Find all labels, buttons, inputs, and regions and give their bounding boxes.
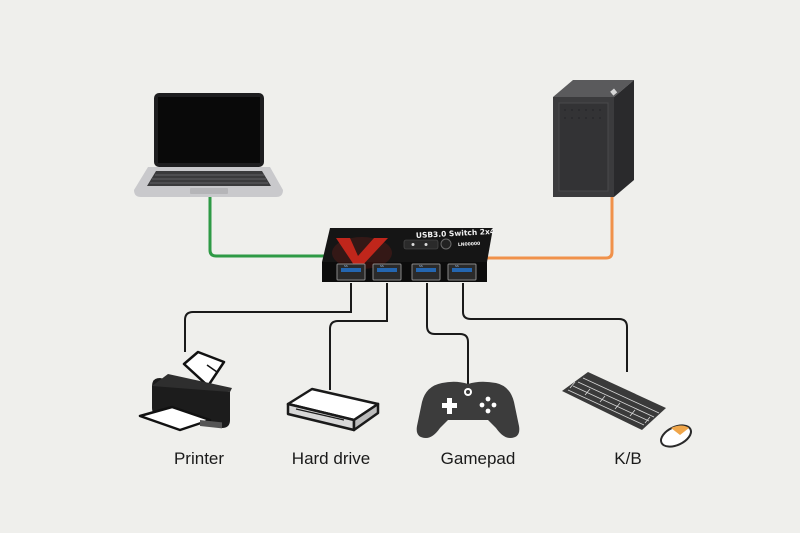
- hard-drive-cable: [329, 283, 388, 390]
- usb-port-1: SS: [336, 263, 366, 281]
- port-badge-1: SS: [344, 264, 348, 268]
- port-badge-3: SS: [419, 264, 423, 268]
- gamepad-icon: [416, 381, 520, 438]
- printer-icon: [138, 350, 232, 432]
- hard-drive-label: Hard drive: [291, 449, 371, 468]
- keyboard-icon: [562, 372, 666, 430]
- hub-logo: [336, 238, 388, 268]
- usb-switch-icon: USB3.0 Switch 2x4 LN00000 SS SS SS SS: [322, 227, 495, 282]
- usb-port-4: SS: [447, 263, 477, 281]
- hub-switch-button: [440, 238, 452, 250]
- gamepad-label: Gamepad: [440, 449, 516, 468]
- hub-model: LN00000: [458, 241, 481, 248]
- hub-title: USB3.0 Switch 2x4: [416, 227, 496, 240]
- gamepad-cable: [426, 283, 469, 384]
- keyboard-cable: [462, 283, 628, 372]
- laptop-icon: [134, 93, 283, 197]
- usb-port-3: SS: [411, 263, 441, 281]
- hard-drive-icon: [286, 387, 380, 432]
- printer-cable: [184, 283, 352, 352]
- desktop-cable: [486, 195, 614, 260]
- port-badge-2: SS: [380, 264, 384, 268]
- printer-label: Printer: [173, 449, 225, 468]
- laptop-cable: [208, 197, 326, 258]
- keyboard-label: K/B: [614, 449, 642, 468]
- hub-led-panel: [403, 239, 439, 250]
- usb-port-2: SS: [372, 263, 402, 281]
- port-badge-4: SS: [455, 264, 459, 268]
- desktop-tower-icon: [553, 80, 634, 197]
- mouse-icon: [660, 424, 692, 448]
